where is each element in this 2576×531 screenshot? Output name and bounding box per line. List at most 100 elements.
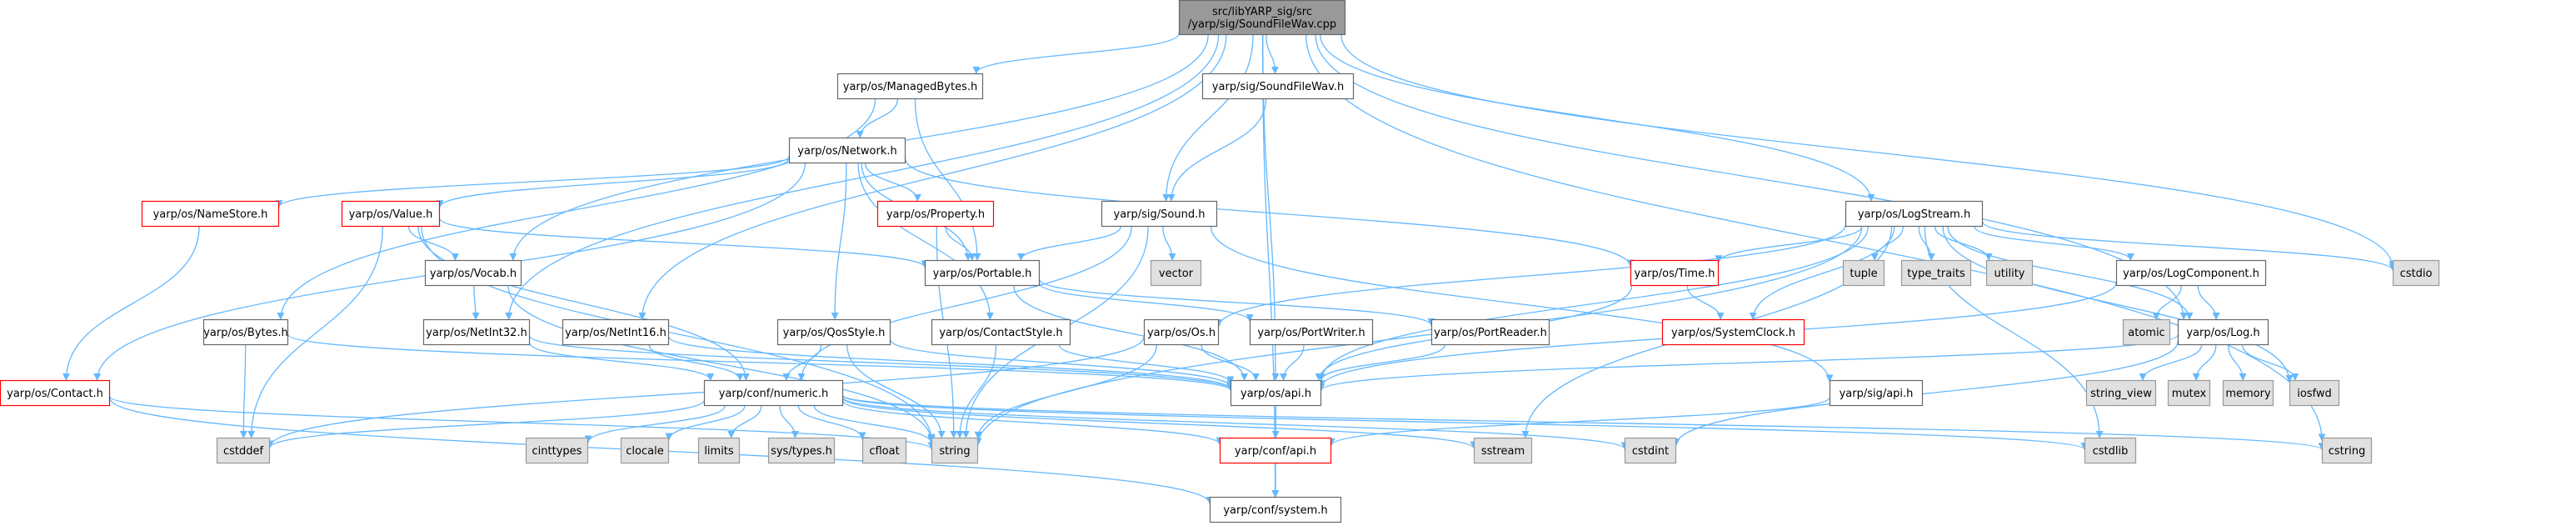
- node-label-qosstyle: yarp/os/QosStyle.h: [783, 327, 886, 339]
- node-label-contactstyle: yarp/os/ContactStyle.h: [939, 327, 1062, 339]
- node-label-atomic: atomic: [2128, 327, 2164, 339]
- node-cstring: cstring: [2321, 437, 2373, 464]
- node-box-sigapi: [1829, 379, 1924, 407]
- node-label-numeric: yarp/conf/numeric.h: [719, 388, 829, 400]
- edge-soundfilewavh-to-sound: [1167, 98, 1267, 202]
- edge-network-to-contactstyle: [857, 163, 994, 320]
- node-soundfilewavh[interactable]: yarp/sig/SoundFileWav.h: [1201, 73, 1355, 100]
- edge-logstream-to-cstdio: [1982, 221, 2397, 272]
- node-system[interactable]: yarp/conf/system.h: [1209, 496, 1342, 523]
- node-label-string: string: [939, 445, 970, 458]
- node-box-managedbytes: [836, 73, 984, 100]
- node-memory: memory: [2222, 379, 2274, 407]
- node-label-network: yarp/os/Network.h: [797, 145, 896, 158]
- edge-root-to-soundfilewavh: [1266, 34, 1279, 74]
- node-logcomponent[interactable]: yarp/os/LogComponent.h: [2115, 259, 2267, 287]
- node-label-mutex: mutex: [2172, 388, 2207, 400]
- edge-bytes-to-osapi: [287, 333, 1235, 392]
- node-label-cstdint: cstdint: [1632, 445, 1669, 458]
- edge-numeric-to-systypes: [779, 405, 800, 438]
- edge-vocab-to-string: [507, 285, 936, 443]
- edge-value-to-cstddef: [247, 226, 383, 438]
- node-root[interactable]: src/libYARP_sig/src/yarp/sig/SoundFileWa…: [1178, 0, 1346, 36]
- node-vector: vector: [1150, 259, 1202, 287]
- edge-qosstyle-to-numeric: [782, 344, 822, 381]
- node-label-sound: yarp/sig/Sound.h: [1114, 208, 1206, 221]
- node-stringview: string_view: [2085, 379, 2157, 407]
- node-property[interactable]: yarp/os/Property.h: [876, 200, 995, 228]
- edge-numeric-to-confapi: [842, 400, 1224, 445]
- node-label-sstream: sstream: [1481, 445, 1525, 458]
- edge-log-to-iosfwd: [2242, 344, 2299, 381]
- node-box-log: [2177, 318, 2269, 346]
- node-box-cstdlib: [2084, 437, 2137, 464]
- node-label-vector: vector: [1159, 268, 1194, 280]
- node-bytes[interactable]: yarp/os/Bytes.h: [202, 318, 289, 346]
- node-box-cinttypes: [525, 437, 589, 464]
- node-box-string: [931, 437, 979, 464]
- node-label-time: yarp/os/Time.h: [1635, 268, 1715, 280]
- node-systemclock[interactable]: yarp/os/SystemClock.h: [1661, 318, 1805, 346]
- node-box-bytes: [202, 318, 289, 346]
- node-box-time: [1630, 259, 1720, 287]
- node-portable[interactable]: yarp/os/Portable.h: [924, 259, 1041, 287]
- node-label-cstdlib: cstdlib: [2093, 445, 2129, 458]
- node-box-numeric: [703, 379, 844, 407]
- edge-numeric-to-string: [813, 405, 936, 444]
- node-contact[interactable]: yarp/os/Contact.h: [0, 379, 111, 407]
- node-logstream[interactable]: yarp/os/LogStream.h: [1845, 200, 1984, 228]
- node-atomic: atomic: [2122, 318, 2171, 346]
- edge-numeric-to-limits: [727, 405, 762, 438]
- edge-logstream-to-log: [1947, 226, 2194, 320]
- node-label-portwriter: yarp/os/PortWriter.h: [1257, 327, 1365, 339]
- node-label-osapi: yarp/os/api.h: [1241, 388, 1311, 400]
- node-netint32[interactable]: yarp/os/NetInt32.h: [422, 318, 531, 346]
- node-label-confapi: yarp/conf/api.h: [1235, 445, 1316, 458]
- node-label-log: yarp/os/Log.h: [2186, 327, 2259, 339]
- node-time[interactable]: yarp/os/Time.h: [1630, 259, 1720, 287]
- node-namestore[interactable]: yarp/os/NameStore.h: [141, 200, 280, 228]
- node-portwriter[interactable]: yarp/os/PortWriter.h: [1249, 318, 1374, 346]
- edge-logstream-to-time: [1715, 226, 1863, 263]
- node-portreader[interactable]: yarp/os/PortReader.h: [1430, 318, 1550, 346]
- node-log[interactable]: yarp/os/Log.h: [2177, 318, 2269, 346]
- node-netint16[interactable]: yarp/os/NetInt16.h: [562, 318, 670, 346]
- edge-netint32-to-numeric: [529, 343, 715, 381]
- edge-network-to-value: [436, 158, 790, 208]
- node-osapi[interactable]: yarp/os/api.h: [1230, 379, 1322, 407]
- node-box-contact: [0, 379, 111, 407]
- node-label-clocale: clocale: [626, 445, 663, 458]
- node-clocale: clocale: [620, 437, 670, 464]
- node-sigapi[interactable]: yarp/sig/api.h: [1829, 379, 1924, 407]
- node-box-memory: [2222, 379, 2274, 407]
- node-sound[interactable]: yarp/sig/Sound.h: [1101, 200, 1218, 228]
- node-label-portable: yarp/os/Portable.h: [933, 268, 1032, 280]
- node-network[interactable]: yarp/os/Network.h: [788, 137, 906, 164]
- node-cstddef: cstddef: [216, 437, 271, 464]
- node-label-systypes: sys/types.h: [771, 445, 832, 458]
- node-numeric[interactable]: yarp/conf/numeric.h: [703, 379, 844, 407]
- node-qosstyle[interactable]: yarp/os/QosStyle.h: [776, 318, 891, 346]
- node-tuple: tuple: [1842, 259, 1885, 287]
- node-box-systemclock: [1661, 318, 1805, 346]
- node-confapi[interactable]: yarp/conf/api.h: [1219, 437, 1332, 464]
- node-vocab[interactable]: yarp/os/Vocab.h: [424, 259, 522, 287]
- node-box-network: [788, 137, 906, 164]
- node-label-logcomponent: yarp/os/LogComponent.h: [2123, 268, 2259, 280]
- node-contactstyle[interactable]: yarp/os/ContactStyle.h: [931, 318, 1071, 346]
- node-value[interactable]: yarp/os/Value.h: [341, 200, 441, 228]
- edge-portable-to-portwriter: [1039, 283, 1254, 323]
- edge-qosstyle-to-string: [846, 344, 946, 438]
- edge-root-to-cstring: [1305, 34, 2326, 442]
- edge-logstream-to-os: [1215, 224, 1846, 328]
- edge-numeric-to-cstring: [842, 394, 2326, 451]
- node-os[interactable]: yarp/os/Os.h: [1143, 318, 1220, 346]
- node-box-contactstyle: [931, 318, 1071, 346]
- node-box-confapi: [1219, 437, 1332, 464]
- edge-network-to-qosstyle: [831, 163, 847, 320]
- node-managedbytes[interactable]: yarp/os/ManagedBytes.h: [836, 73, 984, 100]
- node-cinttypes: cinttypes: [525, 437, 589, 464]
- edge-network-to-property: [864, 163, 921, 202]
- edge-netint32-to-osapi: [529, 335, 1235, 391]
- node-box-mutex: [2167, 379, 2211, 407]
